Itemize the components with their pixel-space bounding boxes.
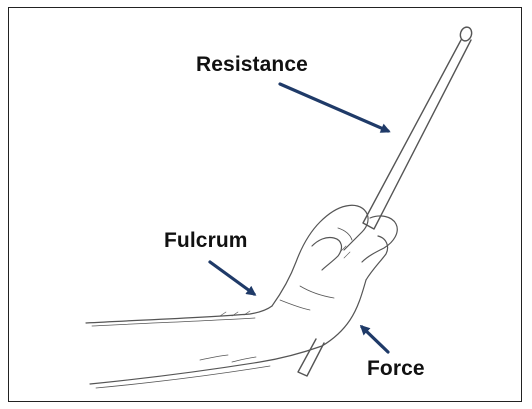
thumb <box>344 205 368 250</box>
drumstick <box>298 26 473 376</box>
fulcrum-label: Fulcrum <box>164 230 248 251</box>
index-finger <box>312 237 341 270</box>
force-label: Force <box>367 358 425 379</box>
resistance-label: Resistance <box>196 54 308 75</box>
fulcrum-arrow-icon <box>210 262 254 294</box>
forearm-bottom <box>90 346 322 384</box>
forearm-top <box>86 306 272 323</box>
force-arrow-icon <box>362 327 388 352</box>
pointer-arrows <box>210 84 388 352</box>
palm <box>322 280 366 346</box>
drumstick-shaft <box>363 40 471 229</box>
resistance-arrow-icon <box>280 84 388 131</box>
drumstick-butt <box>298 339 324 376</box>
